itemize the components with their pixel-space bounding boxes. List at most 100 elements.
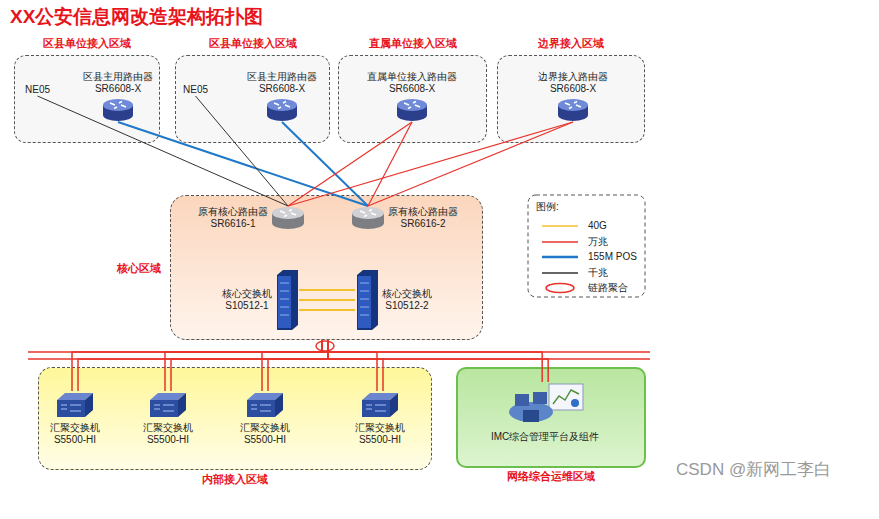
legend-swatch bbox=[540, 220, 580, 232]
device-label: 区县主用路由器 bbox=[83, 71, 153, 83]
link-path bbox=[299, 299, 355, 301]
device-label: 区县主用路由器 bbox=[247, 71, 317, 83]
cabinet-body bbox=[277, 270, 298, 330]
device-label: 原有核心路由器 bbox=[388, 206, 458, 218]
legend-box bbox=[528, 195, 645, 297]
icon-holder bbox=[55, 391, 95, 419]
legend-text: 千兆 bbox=[588, 267, 608, 279]
device-label: 直属单位接入路由器 bbox=[367, 71, 457, 83]
device-label-group: 区县主用路由器SR6608-X bbox=[83, 71, 153, 95]
switch-ports bbox=[366, 405, 386, 411]
link-path bbox=[299, 309, 355, 311]
device-node: 区县主用路由器SR6608-X bbox=[83, 71, 153, 122]
device-node: 汇聚交换机S5500-HI bbox=[240, 391, 290, 446]
aggregation-ring bbox=[316, 341, 334, 351]
device-label: NE05 bbox=[183, 84, 208, 96]
device-node: NE05 bbox=[183, 84, 208, 96]
device-node: 原有核心路由器SR6616-1 bbox=[198, 206, 305, 230]
router-icon bbox=[102, 98, 134, 122]
device-node: 边界接入路由器SR6608-X bbox=[538, 71, 608, 122]
switch-front bbox=[362, 400, 390, 417]
icon-holder bbox=[360, 391, 400, 419]
region-heading-holder: 内部接入区域 bbox=[39, 472, 431, 487]
device-label: 核心交换机 bbox=[382, 288, 432, 300]
icon-holder bbox=[505, 382, 585, 428]
device-label: S10512-1 bbox=[222, 300, 272, 312]
legend-swatch bbox=[540, 282, 580, 294]
region-heading-holder: 边界接入区域 bbox=[498, 36, 644, 51]
switch-side bbox=[178, 393, 186, 417]
legend-title: 图例: bbox=[536, 200, 559, 214]
router-arrows bbox=[360, 210, 376, 217]
core-switch-icon bbox=[275, 269, 299, 331]
chart-pie bbox=[571, 399, 579, 407]
device-label-group: IMC综合管理平台及组件 bbox=[491, 431, 599, 443]
region-heading: 区县单位接入区域 bbox=[15, 36, 159, 51]
region-box: 直属单位接入区域直属单位接入路由器SR6608-X bbox=[338, 55, 487, 143]
legend-swatch bbox=[540, 236, 580, 248]
device-label: SR6616-1 bbox=[198, 218, 268, 230]
legend-swatch bbox=[540, 267, 580, 279]
legend-text-holder: 40G bbox=[588, 220, 607, 232]
device-label: S5500-HI bbox=[50, 434, 100, 446]
region-heading: 内部接入区域 bbox=[39, 472, 431, 487]
device-label: IMC综合管理平台及组件 bbox=[491, 431, 599, 443]
device-label: 汇聚交换机 bbox=[355, 422, 405, 434]
device-label-group: 汇聚交换机S5500-HI bbox=[143, 422, 193, 446]
router-icon bbox=[557, 98, 589, 122]
router-icon bbox=[266, 98, 298, 122]
device-label-group: 区县主用路由器SR6608-X bbox=[247, 71, 317, 95]
device-label: NE05 bbox=[25, 84, 50, 96]
link-path bbox=[299, 289, 355, 291]
router-arrows bbox=[404, 102, 420, 109]
router-arrows bbox=[274, 102, 290, 109]
device-label-group: 汇聚交换机S5500-HI bbox=[240, 422, 290, 446]
router-top bbox=[267, 99, 297, 111]
region-box: 边界接入区域边界接入路由器SR6608-X bbox=[497, 55, 645, 143]
icon-holder bbox=[245, 391, 285, 419]
router-icon bbox=[396, 98, 428, 122]
icon-holder bbox=[275, 269, 299, 331]
device-label-group: 边界接入路由器SR6608-X bbox=[538, 71, 608, 95]
device-label: SR6616-2 bbox=[388, 218, 458, 230]
region-box: 核心区域原有核心路由器SR6616-1原有核心路由器SR6616-2核心交换机S… bbox=[170, 195, 483, 340]
switch-icon bbox=[55, 391, 95, 419]
icon-holder bbox=[148, 391, 188, 419]
router-arrows bbox=[565, 102, 581, 109]
device-label: SR6608-X bbox=[83, 83, 153, 95]
switch-icon bbox=[148, 391, 188, 419]
region-box: 内部接入区域汇聚交换机S5500-HI汇聚交换机S5500-HI汇聚交换机S55… bbox=[38, 367, 432, 470]
icon-holder bbox=[557, 98, 589, 122]
computer bbox=[515, 394, 529, 406]
watermark: CSDN @新网工李白 bbox=[676, 458, 831, 481]
legend-swatch bbox=[540, 251, 580, 263]
device-label: 原有核心路由器 bbox=[198, 206, 268, 218]
router-top bbox=[397, 99, 427, 111]
legend-text: 40G bbox=[588, 220, 607, 232]
cabinet-front bbox=[358, 276, 371, 328]
title-holder: XX公安信息网改造架构拓扑图 bbox=[10, 4, 263, 30]
switch-front bbox=[247, 400, 275, 417]
device-node: 汇聚交换机S5500-HI bbox=[143, 391, 193, 446]
label-holder: CSDN @新网工李白 bbox=[676, 458, 831, 481]
device-label: S5500-HI bbox=[143, 434, 193, 446]
device-node: 核心交换机S10512-1 bbox=[222, 269, 299, 331]
label-holder: 图例: bbox=[536, 200, 559, 214]
region-heading: 核心区域 bbox=[117, 260, 161, 275]
region-heading-holder: 网络综合运维区域 bbox=[458, 469, 644, 484]
legend-line bbox=[542, 241, 578, 243]
device-label-group: 原有核心路由器SR6616-1 bbox=[198, 206, 268, 230]
switch-side bbox=[390, 393, 398, 417]
legend-text: 链路聚合 bbox=[588, 282, 628, 294]
device-node: 区县主用路由器SR6608-X bbox=[247, 71, 317, 122]
router-arrows bbox=[280, 210, 296, 217]
device-node: 核心交换机S10512-2 bbox=[355, 269, 432, 331]
device-label-group: 核心交换机S10512-1 bbox=[222, 288, 272, 312]
monitor-screen bbox=[549, 384, 583, 410]
device-label: 汇聚交换机 bbox=[143, 422, 193, 434]
switch-icon bbox=[245, 391, 285, 419]
region-heading: 边界接入区域 bbox=[498, 36, 644, 51]
router-icon bbox=[271, 206, 305, 230]
router-top bbox=[103, 99, 133, 111]
